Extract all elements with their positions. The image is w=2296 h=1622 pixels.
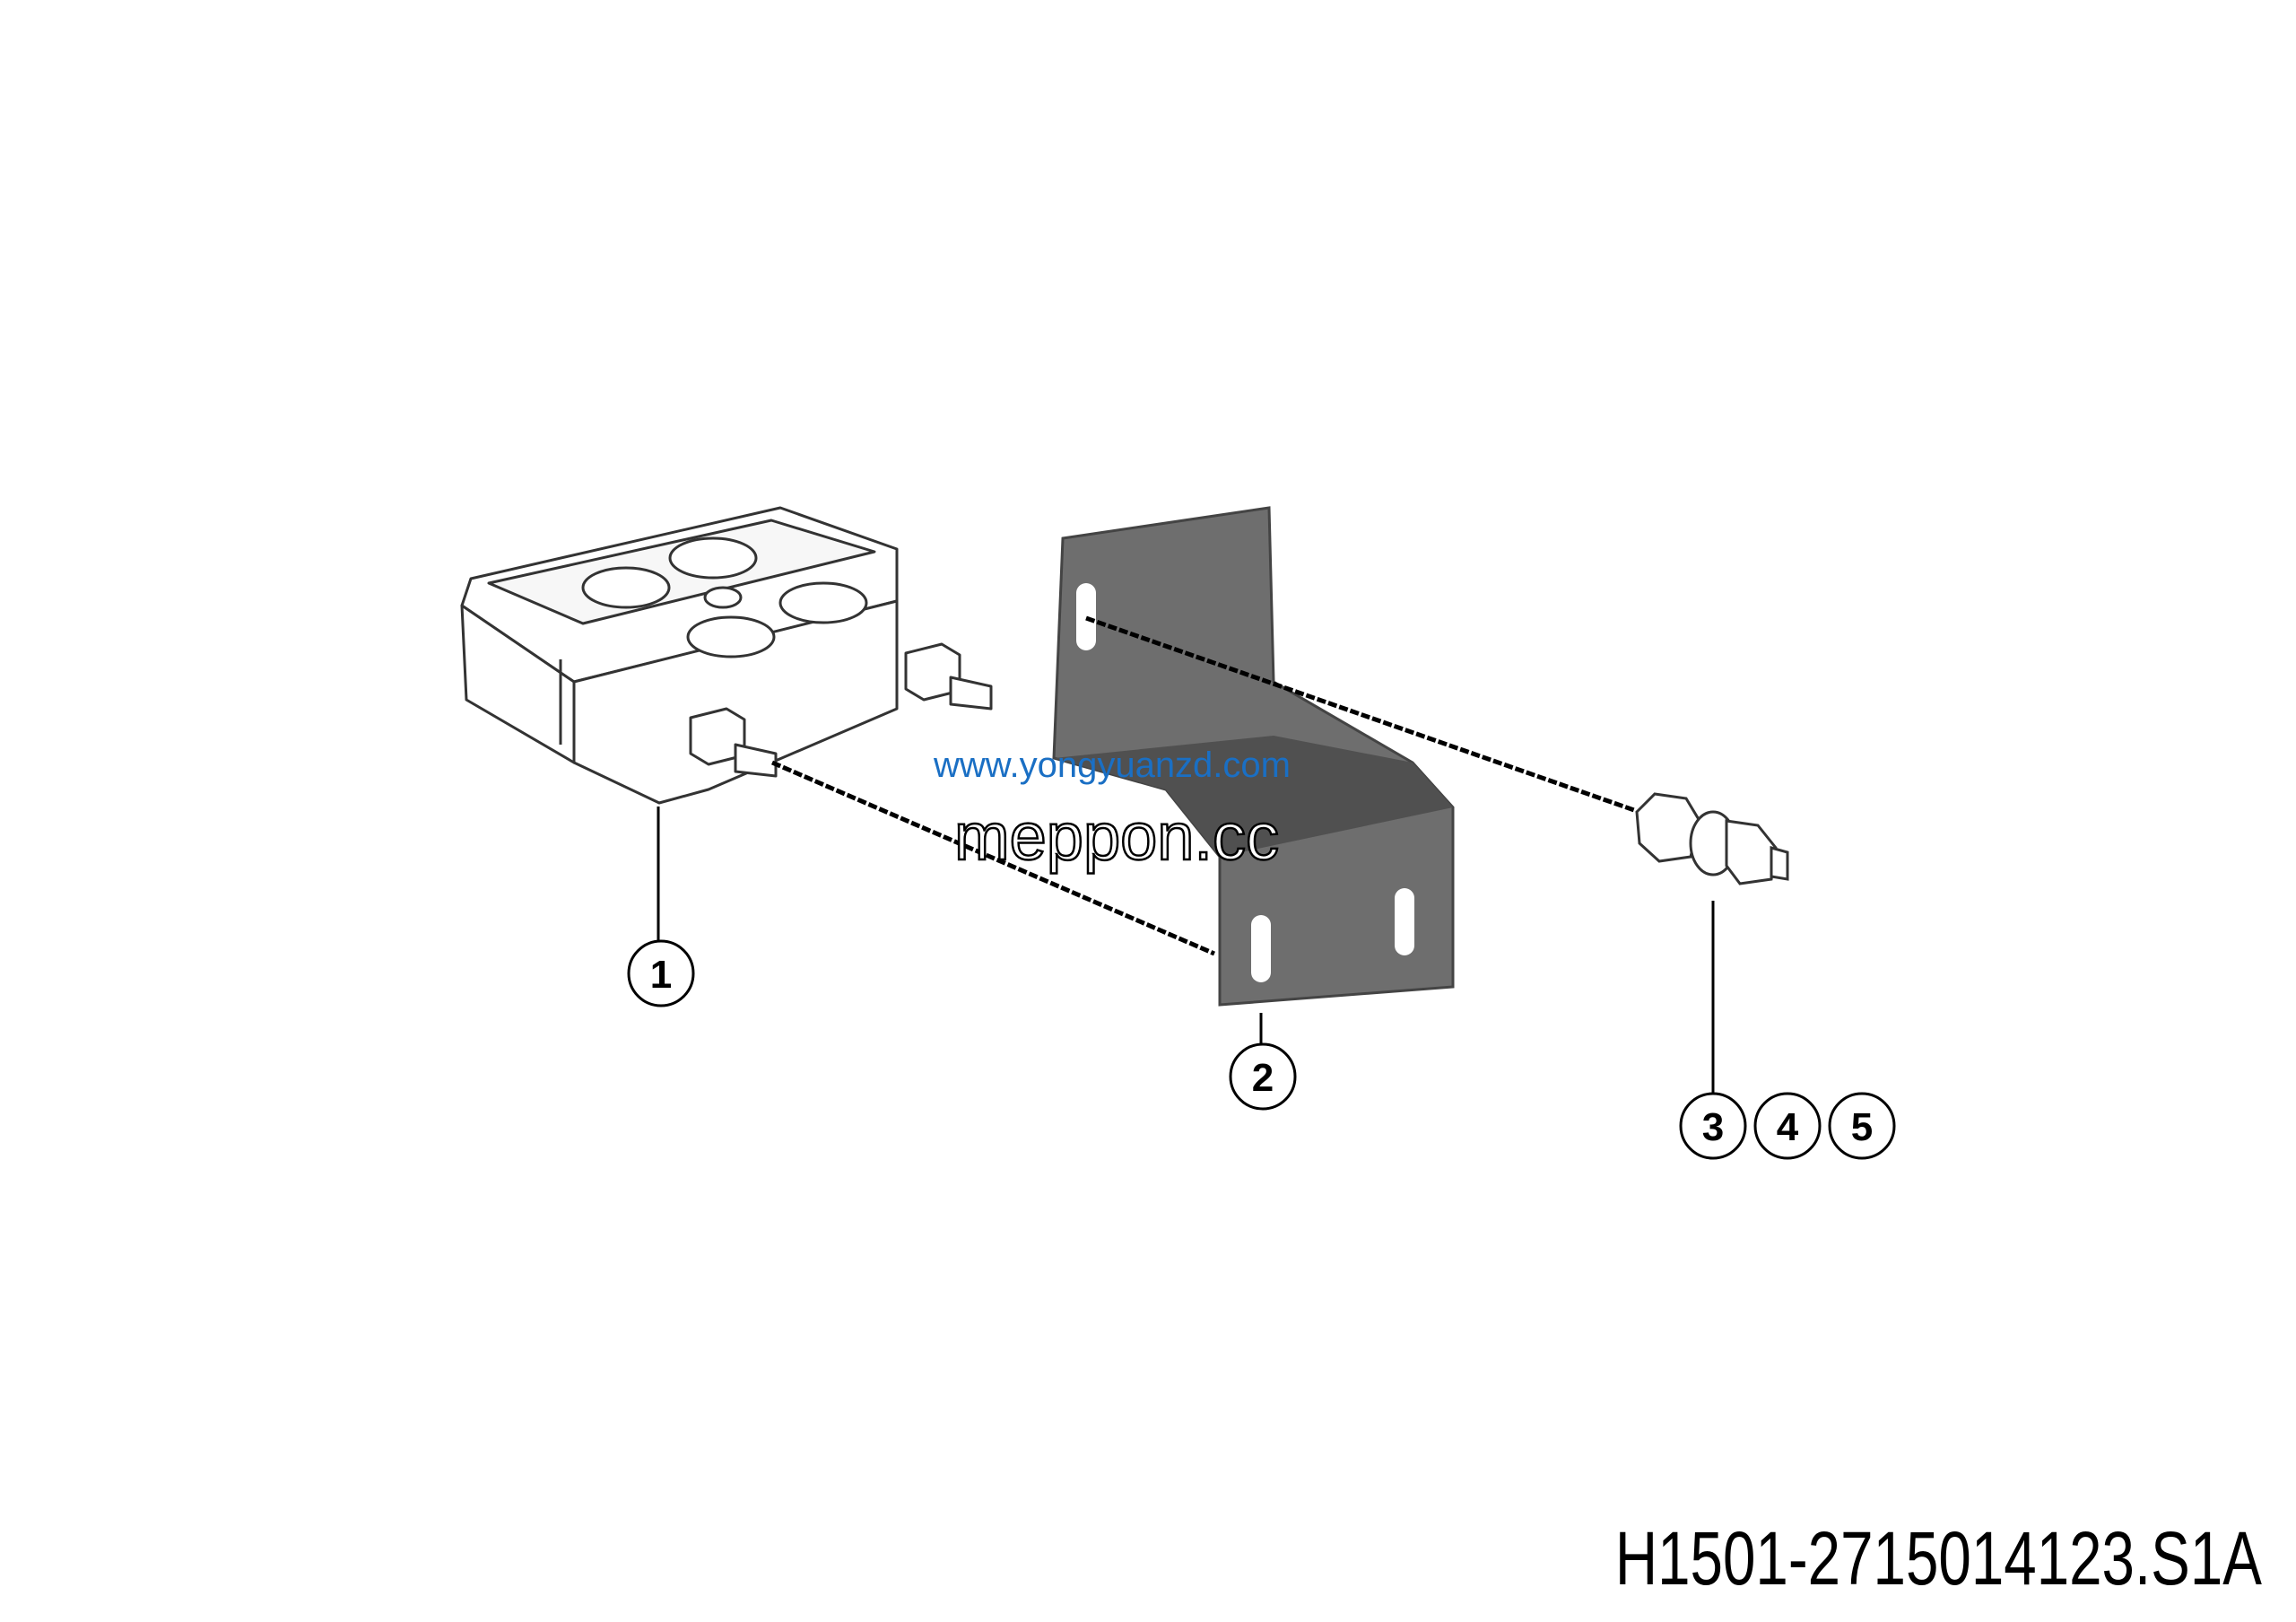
callout-5: 5 xyxy=(1851,1105,1873,1149)
callout-3: 3 xyxy=(1702,1105,1724,1149)
callout-3-circle xyxy=(1679,1092,1747,1160)
assembly-line xyxy=(1085,615,1635,813)
assembly-line xyxy=(771,760,1215,956)
assembly-lines xyxy=(771,615,1635,956)
slot-hole xyxy=(1395,888,1414,955)
callout-4: 4 xyxy=(1777,1105,1799,1149)
slot-hole xyxy=(1251,915,1271,982)
part-3-4-5-fasteners xyxy=(1635,792,1789,885)
callout-4-circle xyxy=(1753,1092,1822,1160)
leader-lines xyxy=(657,807,1715,1094)
callout-1: 1 xyxy=(650,953,672,997)
callout-5-circle xyxy=(1828,1092,1896,1160)
callout-1-circle xyxy=(627,939,695,1007)
watermark-meppon: meppon.cc xyxy=(954,799,1279,874)
part-1-block xyxy=(460,506,993,805)
callout-2-circle xyxy=(1229,1042,1297,1111)
watermark-yongyuanzd: www.yongyuanzd.com xyxy=(933,746,1291,785)
callout-2: 2 xyxy=(1252,1056,1274,1100)
part-code: H1501-2715014123.S1A xyxy=(1615,1516,2263,1600)
slot-hole xyxy=(1076,583,1096,650)
part-2-bracket xyxy=(1052,506,1455,1007)
